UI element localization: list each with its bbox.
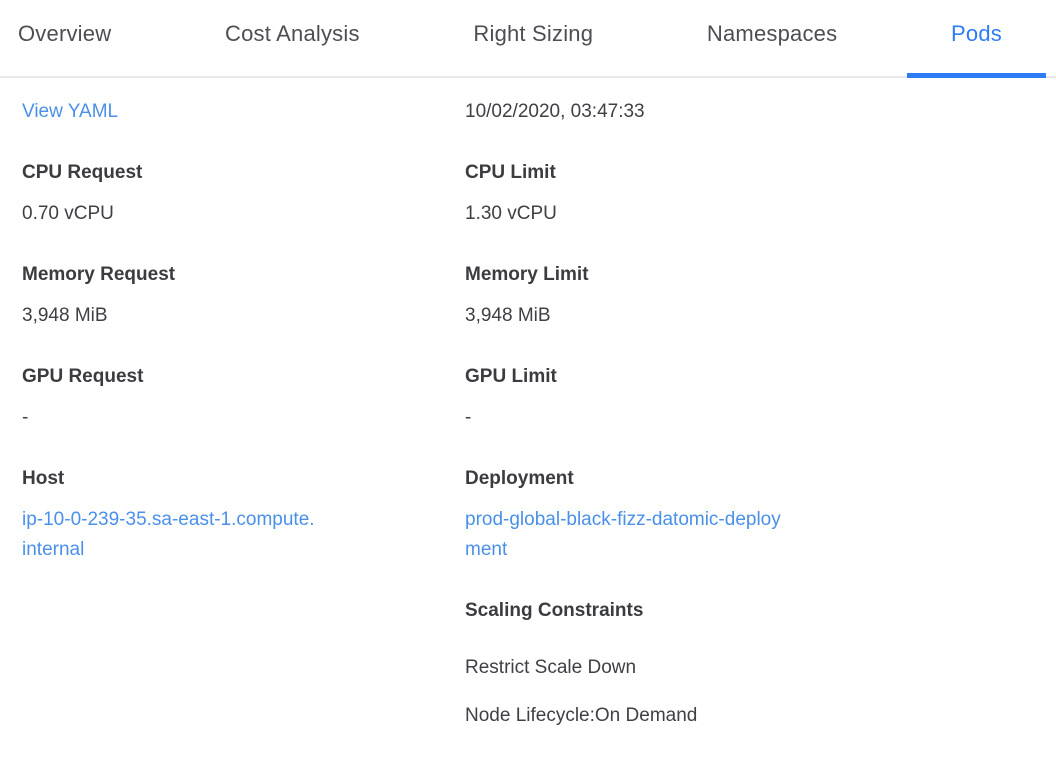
field-memory-request: Memory Request 3,948 MiB xyxy=(22,260,465,331)
deployment-link[interactable]: prod-global-black-fizz-datomic-deploymen… xyxy=(465,509,781,560)
field-value: 3,948 MiB xyxy=(22,305,108,326)
field-memory-limit: Memory Limit 3,948 MiB xyxy=(465,260,1056,331)
field-value: 1.30 vCPU xyxy=(465,203,557,224)
tab-overview[interactable]: Overview xyxy=(18,21,112,46)
tab-pods[interactable]: Pods xyxy=(907,0,1046,78)
field-value: 3,948 MiB xyxy=(465,305,551,326)
field-host: Host ip-10-0-239-35.sa-east-1.compute.in… xyxy=(22,464,465,565)
field-label: GPU Request xyxy=(22,366,144,387)
details-left-column: View YAML CPU Request 0.70 vCPU Memory R… xyxy=(22,97,465,731)
field-gpu-limit: GPU Limit - xyxy=(465,362,1056,433)
field-label: CPU Request xyxy=(22,162,143,183)
scaling-constraint-item: Restrict Scale Down xyxy=(465,657,637,678)
scaling-constraint-item: Node Lifecycle:On Demand xyxy=(465,705,698,726)
field-cpu-limit: CPU Limit 1.30 vCPU xyxy=(465,158,1056,229)
field-value: - xyxy=(465,407,472,428)
field-deployment: Deployment prod-global-black-fizz-datomi… xyxy=(465,464,1056,565)
field-label: Memory Request xyxy=(22,264,176,285)
field-label: Host xyxy=(22,468,65,489)
field-cpu-request: CPU Request 0.70 vCPU xyxy=(22,158,465,229)
field-label: Memory Limit xyxy=(465,264,589,285)
tab-right-sizing[interactable]: Right Sizing xyxy=(473,21,594,46)
field-value: - xyxy=(22,407,29,428)
field-value: 0.70 vCPU xyxy=(22,203,114,224)
field-label: CPU Limit xyxy=(465,162,556,183)
tab-cost-analysis[interactable]: Cost Analysis xyxy=(225,21,360,46)
view-yaml-link[interactable]: View YAML xyxy=(22,101,119,122)
details-right-column: 10/02/2020, 03:47:33 CPU Limit 1.30 vCPU… xyxy=(465,97,1056,731)
host-link[interactable]: ip-10-0-239-35.sa-east-1.compute.interna… xyxy=(22,509,315,560)
field-label: GPU Limit xyxy=(465,366,557,387)
field-label: Scaling Constraints xyxy=(465,600,644,621)
field-scaling-constraints: Scaling Constraints Restrict Scale Down … xyxy=(465,596,1056,731)
tab-namespaces[interactable]: Namespaces xyxy=(706,21,838,46)
tab-bar: Overview Cost Analysis Right Sizing Name… xyxy=(0,0,1056,78)
pod-details-panel: View YAML CPU Request 0.70 vCPU Memory R… xyxy=(0,78,1056,731)
timestamp: 10/02/2020, 03:47:33 xyxy=(465,101,645,122)
field-label: Deployment xyxy=(465,468,574,489)
field-gpu-request: GPU Request - xyxy=(22,362,465,433)
